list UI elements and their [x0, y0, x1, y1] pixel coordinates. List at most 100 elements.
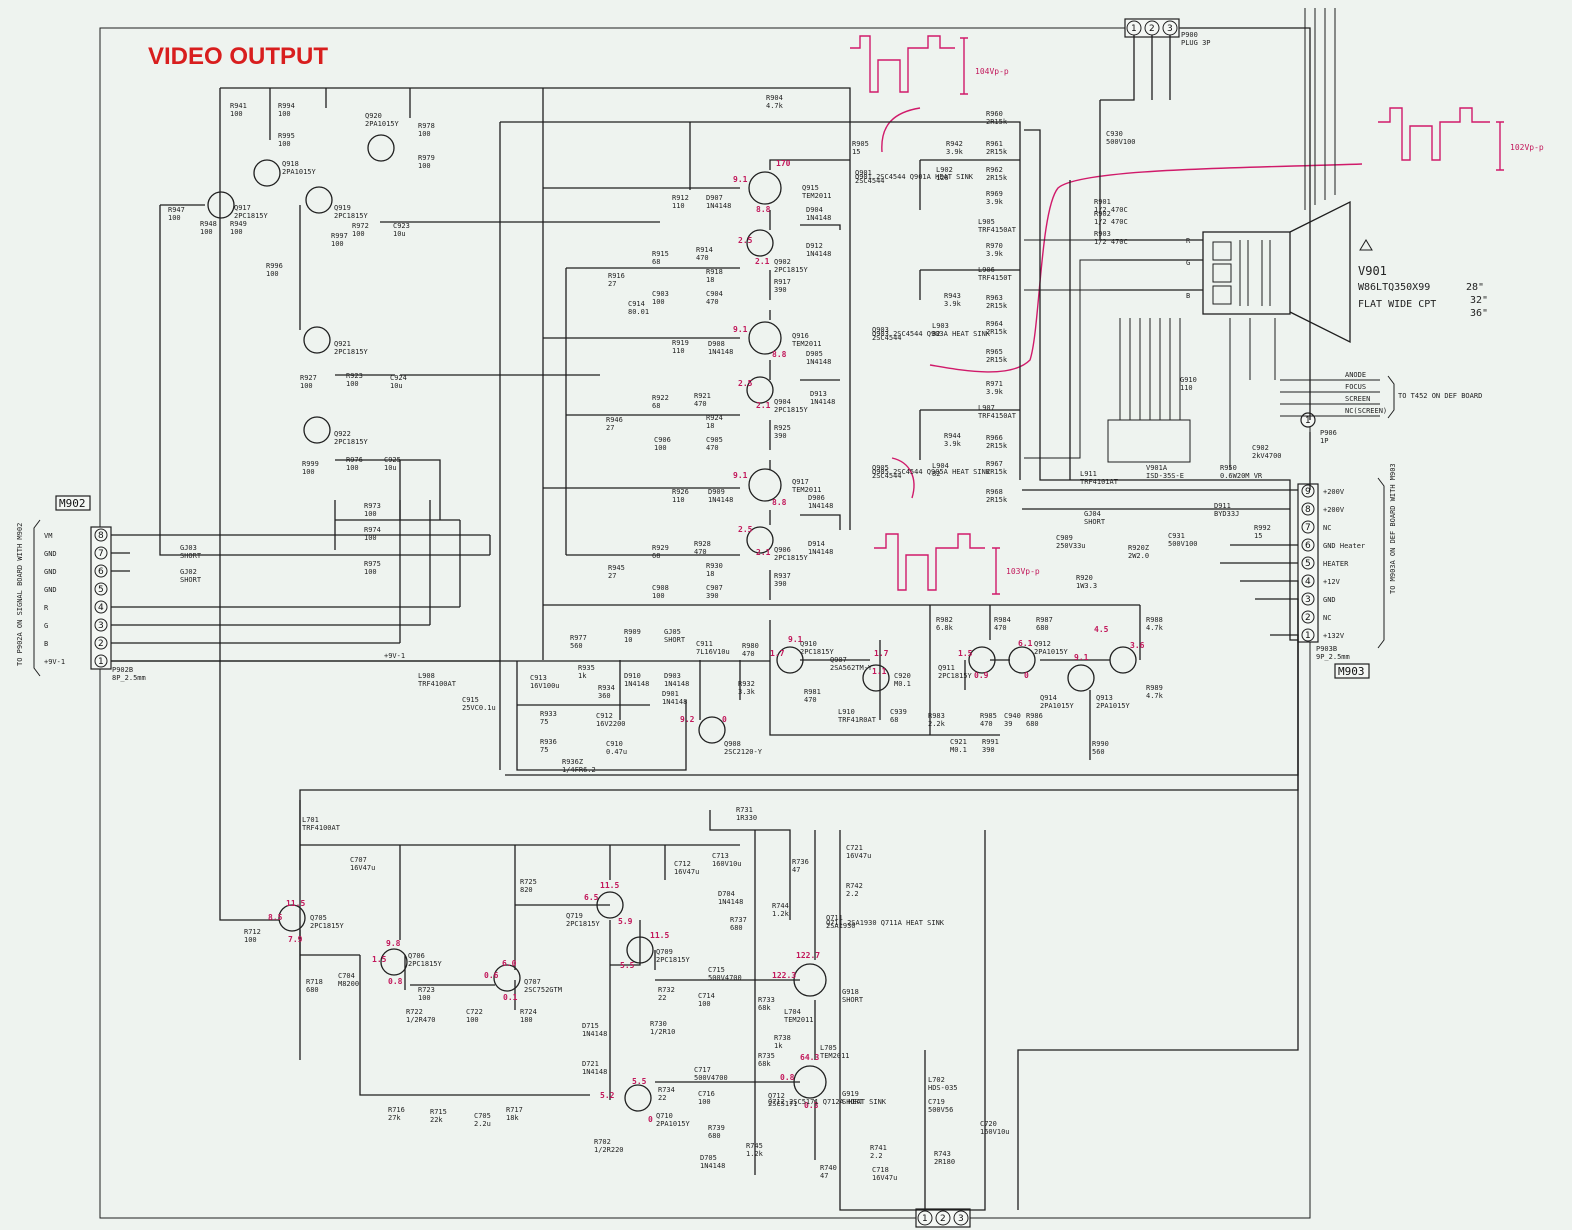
component-ref: R976 [346, 456, 363, 464]
component-ref: R994 [278, 102, 295, 110]
component-value: 2PA1015Y [1040, 702, 1075, 710]
component-value: 1N4148 [808, 502, 833, 510]
test-voltage: 8.8 [756, 205, 771, 214]
test-voltage: 9.1 [733, 325, 748, 334]
component-ref: GJ05 [664, 628, 681, 636]
component-value: 68 [652, 258, 660, 266]
component-value: M0.1 [894, 680, 911, 688]
test-voltage: 5.5 [632, 1077, 647, 1086]
transistor-q907 [862, 664, 890, 692]
component-value: 1N4148 [700, 1162, 725, 1170]
component-ref: R732 [658, 986, 675, 994]
component-value: 10u [393, 230, 406, 238]
component-value: 1/2R10 [650, 1028, 675, 1036]
component-value: 47 [792, 866, 800, 874]
component-value: 3.9k [986, 388, 1004, 396]
component-value: 100 [364, 534, 377, 542]
component-ref: C939 [890, 708, 907, 716]
component-value: 100 [168, 214, 181, 222]
transistor-q904 [746, 376, 774, 404]
crt-socket: V901A [1146, 464, 1168, 472]
component-value: 27 [606, 424, 614, 432]
test-voltage: 170 [776, 159, 791, 168]
m902-pin-label: GND [44, 586, 57, 594]
component-value: 2R15k [986, 118, 1008, 126]
transistor-q922 [303, 416, 331, 444]
crt-input-label: B [1186, 292, 1190, 300]
component-ref: R725 [520, 878, 537, 886]
component-ref: R920 [1076, 574, 1093, 582]
component-value: 100 [352, 230, 365, 238]
component-value: 2PC1815Y [334, 438, 369, 446]
component-value: 100 [244, 936, 257, 944]
component-ref: R972 [352, 222, 369, 230]
component-ref: R979 [418, 154, 435, 162]
component-ref: R905 [852, 140, 869, 148]
component-value: 2R15k [986, 468, 1008, 476]
component-value: 6.8k [936, 624, 954, 632]
component-ref: R916 [608, 272, 625, 280]
component-ref: C925 [384, 456, 401, 464]
test-voltage: 0 [722, 715, 727, 724]
component-ref: R918 [706, 268, 723, 276]
component-ref: R996 [266, 262, 283, 270]
p900-pin-num: 3 [1167, 24, 1173, 34]
component-ref: R736 [792, 858, 809, 866]
component-ref: C722 [466, 1008, 483, 1016]
component-value: 2PC1815Y [310, 922, 345, 930]
component-ref: C940 [1004, 712, 1021, 720]
crt-gun-box [1202, 231, 1291, 315]
component-value: 100 [302, 468, 315, 476]
m902-bracket [33, 519, 41, 677]
component-ref: R943 [944, 292, 961, 300]
component-value: 1/4FR6.2 [562, 766, 596, 774]
m902-pin-1 [94, 654, 108, 668]
transistor-q917 [207, 191, 235, 219]
component-value: 2R15k [986, 328, 1008, 336]
component-ref: C906 [654, 436, 671, 444]
component-ref: R902 [1094, 210, 1111, 218]
m903-pin-num: 3 [1305, 595, 1311, 605]
component-ref: C908 [652, 584, 669, 592]
component-ref: R924 [706, 414, 723, 422]
caution-icon [1359, 239, 1373, 251]
m902-pin-7 [94, 546, 108, 560]
m903-pin-label: HEATER [1323, 560, 1349, 568]
m903-ref: P903B [1316, 645, 1337, 653]
m902-pin-num: 2 [98, 639, 104, 649]
component-value: 2PC1815Y [774, 554, 809, 562]
component-value: M0.1 [950, 746, 967, 754]
component-value: 390 [982, 746, 995, 754]
component-value: 100 [698, 1000, 711, 1008]
component-ref: R904 [766, 94, 783, 102]
component-ref: G918 [842, 988, 859, 996]
component-value: 27 [608, 572, 616, 580]
m902-pin-6 [94, 564, 108, 578]
component-value: 2PC1815Y [334, 348, 369, 356]
test-voltage: 0 [648, 1115, 653, 1124]
